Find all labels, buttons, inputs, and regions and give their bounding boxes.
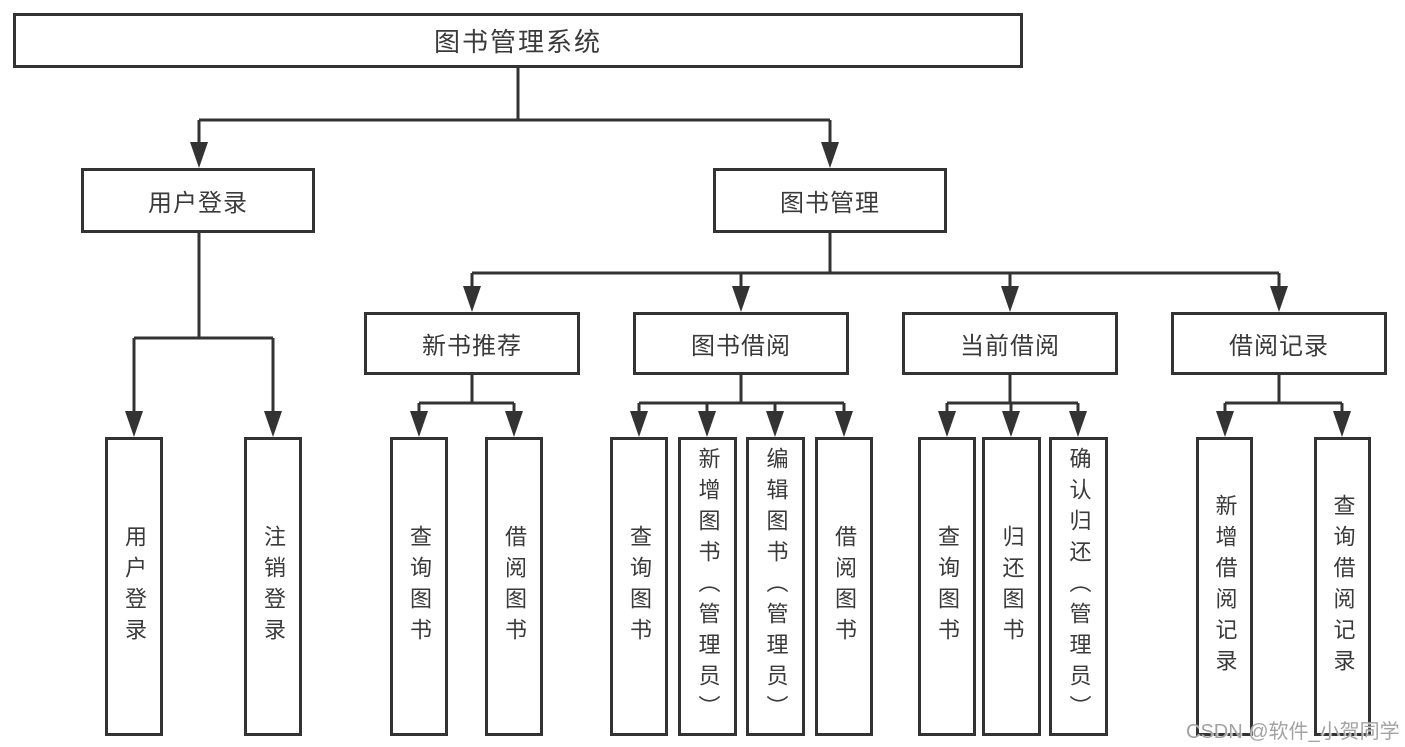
leaf-query-books-3: 查询图书 xyxy=(918,437,976,736)
leaf-query-books-1: 查询图书 xyxy=(390,437,448,736)
leaf-add-borrow-record: 新增借阅记录 xyxy=(1196,437,1253,736)
leaf-user-login: 用户登录 xyxy=(105,437,163,736)
leaf-borrow-books-1: 借阅图书 xyxy=(485,437,543,736)
leaf-confirm-return-admin: 确认归还（管理员） xyxy=(1049,437,1108,736)
node-book-borrowing: 图书借阅 xyxy=(633,312,849,375)
node-current-borrowing: 当前借阅 xyxy=(902,312,1118,375)
leaf-query-books-2: 查询图书 xyxy=(610,437,668,736)
node-library-management-system: 图书管理系统 xyxy=(13,13,1023,68)
leaf-return-books: 归还图书 xyxy=(982,437,1041,736)
leaf-edit-books-admin: 编辑图书（管理员） xyxy=(746,437,805,736)
node-user-login: 用户登录 xyxy=(81,168,315,233)
leaf-logout: 注销登录 xyxy=(244,437,302,736)
leaf-query-borrow-record: 查询借阅记录 xyxy=(1314,437,1371,736)
leaf-borrow-books-2: 借阅图书 xyxy=(815,437,873,736)
csdn-watermark: CSDN @软件_小贺同学 xyxy=(1186,721,1400,743)
node-new-book-recommendation: 新书推荐 xyxy=(364,312,580,375)
arrowheads xyxy=(125,142,1351,437)
leaf-add-books-admin: 新增图书（管理员） xyxy=(678,437,737,736)
node-book-management: 图书管理 xyxy=(713,168,947,233)
node-borrowing-records: 借阅记录 xyxy=(1171,312,1387,375)
